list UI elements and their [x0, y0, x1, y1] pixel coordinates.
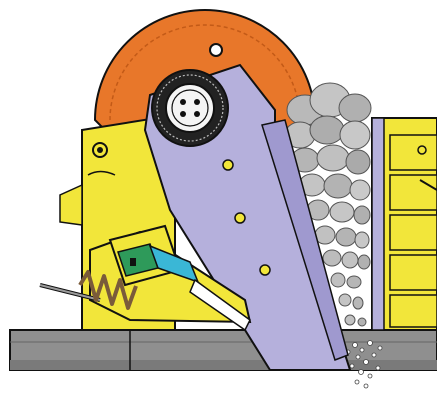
bolt-icon [210, 44, 222, 56]
fixed-jaw-frame [372, 118, 437, 330]
bolt-icon [223, 160, 233, 170]
bolt-icon [235, 213, 245, 223]
bolt-icon [260, 265, 270, 275]
bearing-icon [152, 70, 228, 146]
base-ground [10, 330, 437, 370]
